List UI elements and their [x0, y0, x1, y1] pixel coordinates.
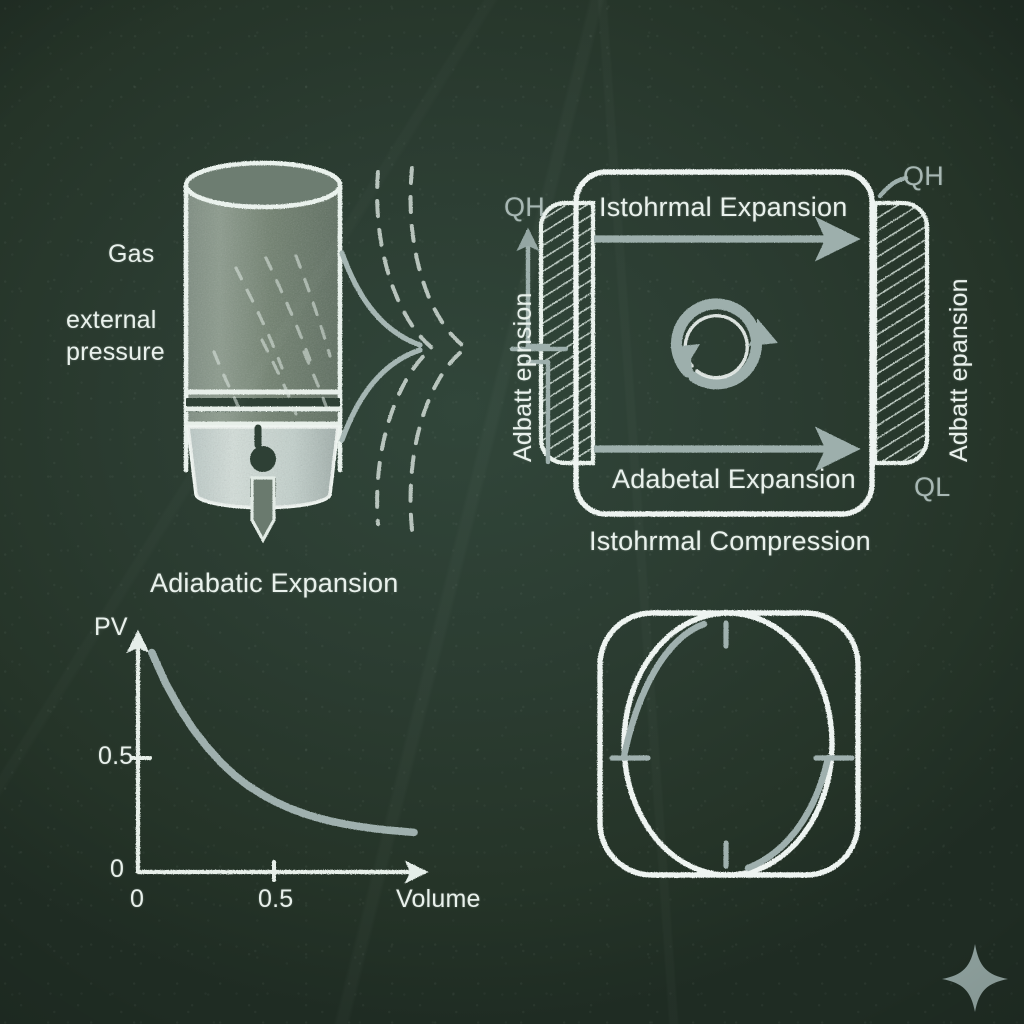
- pv-chart-axes: [126, 629, 429, 884]
- qh-label-right: QH: [903, 161, 944, 191]
- carnot-cycle-figure: [509, 169, 930, 517]
- isothermal-expansion-label: Istohrmal Expansion: [599, 192, 848, 222]
- adiabatic-label-left: Adbatt epnsion: [509, 292, 537, 462]
- piston-cylinder-figure: [148, 117, 470, 544]
- gas-label: Gas: [108, 240, 155, 268]
- y-tick-label-0: 0: [110, 855, 125, 883]
- isothermal-compression-label: Istohrmal Compression: [589, 526, 871, 556]
- loop-outer-frame: [597, 610, 861, 878]
- piston-caption: Adiabatic Expansion: [150, 568, 399, 598]
- loop-tick-marks: [609, 620, 855, 869]
- pv-chart-ticks: [130, 756, 276, 882]
- pv-chart-figure: [126, 629, 429, 884]
- expansion-flow-arrow: [339, 250, 461, 443]
- qh-label-left: QH: [504, 192, 545, 222]
- external-pressure-label-line1: external: [66, 306, 157, 334]
- external-pressure-label-line2: pressure: [66, 338, 165, 366]
- sparkle-icon: [942, 944, 1008, 1012]
- loop-oval-path: [621, 610, 835, 878]
- cold-reservoir-block-right: [872, 200, 930, 466]
- pv-curve: [148, 648, 418, 837]
- ql-label: QL: [914, 472, 951, 502]
- adiabatic-label-right: Adbatt epansion: [945, 278, 973, 462]
- piston-rod: [250, 476, 276, 544]
- process-arrows: [594, 216, 861, 472]
- pv-axis-y-label: PV: [94, 613, 128, 641]
- gas-internal-streaks: [212, 254, 332, 422]
- adiabatic-expansion-inner-label: Adabetal Expansion: [612, 464, 856, 494]
- pv-axis-x-label: Volume: [396, 885, 481, 913]
- loop-adiabat-segments: [620, 620, 832, 872]
- x-tick-label-05: 0.5: [258, 885, 294, 913]
- x-tick-label-0: 0: [130, 885, 145, 913]
- left-heat-flow-arrows: [509, 227, 569, 465]
- qh-right-connector: [877, 175, 909, 199]
- piston-head: [185, 389, 341, 510]
- cycle-rotation-arrow: [670, 298, 778, 390]
- carnot-cycle-loop: [597, 610, 861, 878]
- y-tick-label-05: 0.5: [98, 742, 134, 770]
